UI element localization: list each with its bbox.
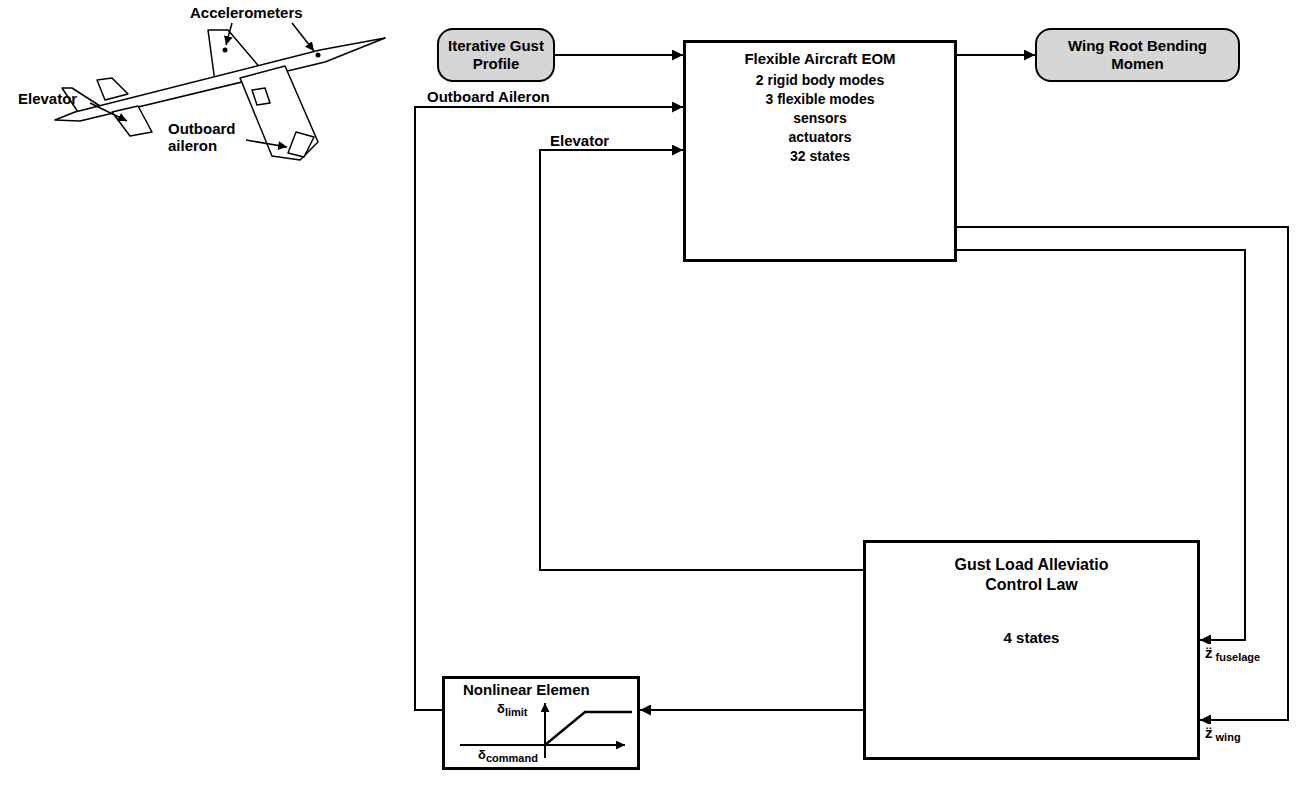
part-label: Outboard aileron <box>168 120 248 155</box>
near-wing <box>240 66 318 160</box>
accelerometer-dot <box>316 53 321 58</box>
graph-axis <box>460 744 625 746</box>
signal-connector <box>540 150 863 570</box>
part-label: Elevator <box>18 90 77 107</box>
signal-label: Outboard Aileron <box>425 88 552 105</box>
elevator-surface <box>112 106 152 136</box>
box-text: 32 states <box>790 147 850 166</box>
box-title: Flexible Aircraft EOM <box>744 49 895 69</box>
leader-line <box>246 140 287 147</box>
outboard-aileron-surface <box>288 132 314 157</box>
box-text: 2 rigid body modes <box>756 71 884 90</box>
signal-connector <box>555 54 683 56</box>
fuselage <box>55 38 385 121</box>
inboard-flap <box>252 88 270 105</box>
leader-line <box>90 103 127 121</box>
part-label: Accelerometers <box>190 4 303 21</box>
controller-box: Gust Load Alleviatio Control Law 4 states <box>863 540 1200 760</box>
box-title: Gust Load Alleviatio Control Law <box>927 555 1137 595</box>
signal-connector <box>957 54 1035 56</box>
axis-label: δlimit <box>497 702 528 719</box>
axis-label: δcommand <box>478 748 538 765</box>
box-text: 4 states <box>1004 629 1060 646</box>
signal-connector <box>957 227 1288 720</box>
plant-box: Flexible Aircraft EOM2 rigid body modes3… <box>683 40 957 262</box>
signal-connector <box>640 709 863 711</box>
signal-label: z̈ wing <box>1203 724 1243 744</box>
signal-label: z̈ fuselage <box>1203 644 1262 664</box>
box-text: 3 flexible modes <box>766 90 875 109</box>
box-title: Iterative Gust Profile <box>447 37 545 73</box>
box-title: Nonlinear Elemen <box>463 681 590 698</box>
input-box: Iterative Gust Profile <box>437 28 555 82</box>
box-text: sensors <box>793 109 847 128</box>
saturation-curve <box>545 712 632 745</box>
leader-line <box>292 23 314 51</box>
nonlinear-box: Nonlinear Elemen <box>442 676 640 770</box>
signal-label: Elevator <box>548 132 611 149</box>
graph-axis <box>544 703 546 758</box>
tailplane <box>97 78 128 100</box>
signal-connector <box>415 107 683 710</box>
accelerometer-dot <box>223 48 228 53</box>
box-title: Wing Root Bending Momen <box>1045 37 1230 73</box>
box-text: actuators <box>788 128 851 147</box>
leader-line <box>226 23 232 45</box>
output-box: Wing Root Bending Momen <box>1035 28 1240 82</box>
